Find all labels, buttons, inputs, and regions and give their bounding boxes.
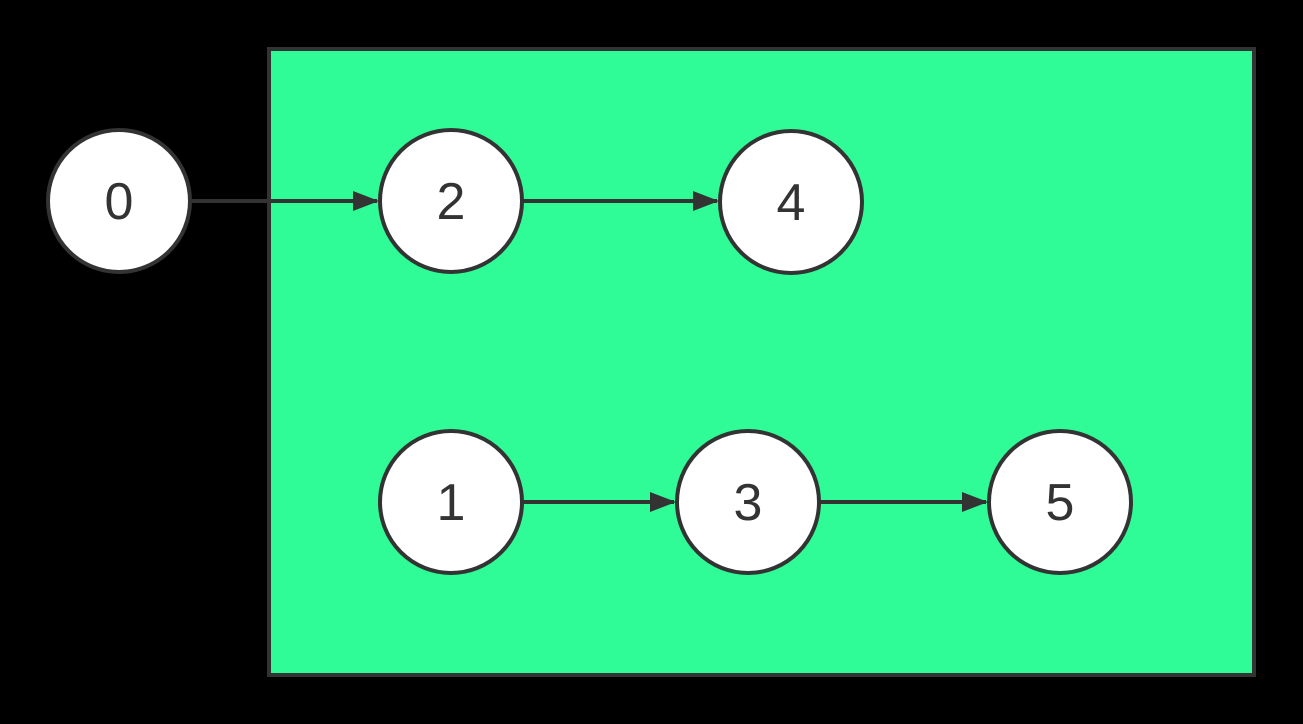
node-3: 3 — [675, 429, 821, 575]
node-3-label: 3 — [734, 474, 763, 532]
node-1-label: 1 — [437, 474, 466, 532]
node-4-label: 4 — [777, 174, 806, 232]
node-1: 1 — [378, 429, 524, 575]
node-4-circle — [718, 129, 864, 275]
node-1-circle — [378, 429, 524, 575]
node-5: 5 — [987, 429, 1133, 575]
node-0-label: 0 — [105, 173, 134, 231]
node-3-circle — [675, 429, 821, 575]
node-4: 4 — [718, 129, 864, 275]
node-0: 0 — [46, 128, 192, 274]
node-2-label: 2 — [437, 173, 466, 231]
node-2-circle — [378, 128, 524, 274]
node-0-circle — [46, 128, 192, 274]
node-2: 2 — [378, 128, 524, 274]
node-5-label: 5 — [1046, 474, 1075, 532]
node-5-circle — [987, 429, 1133, 575]
